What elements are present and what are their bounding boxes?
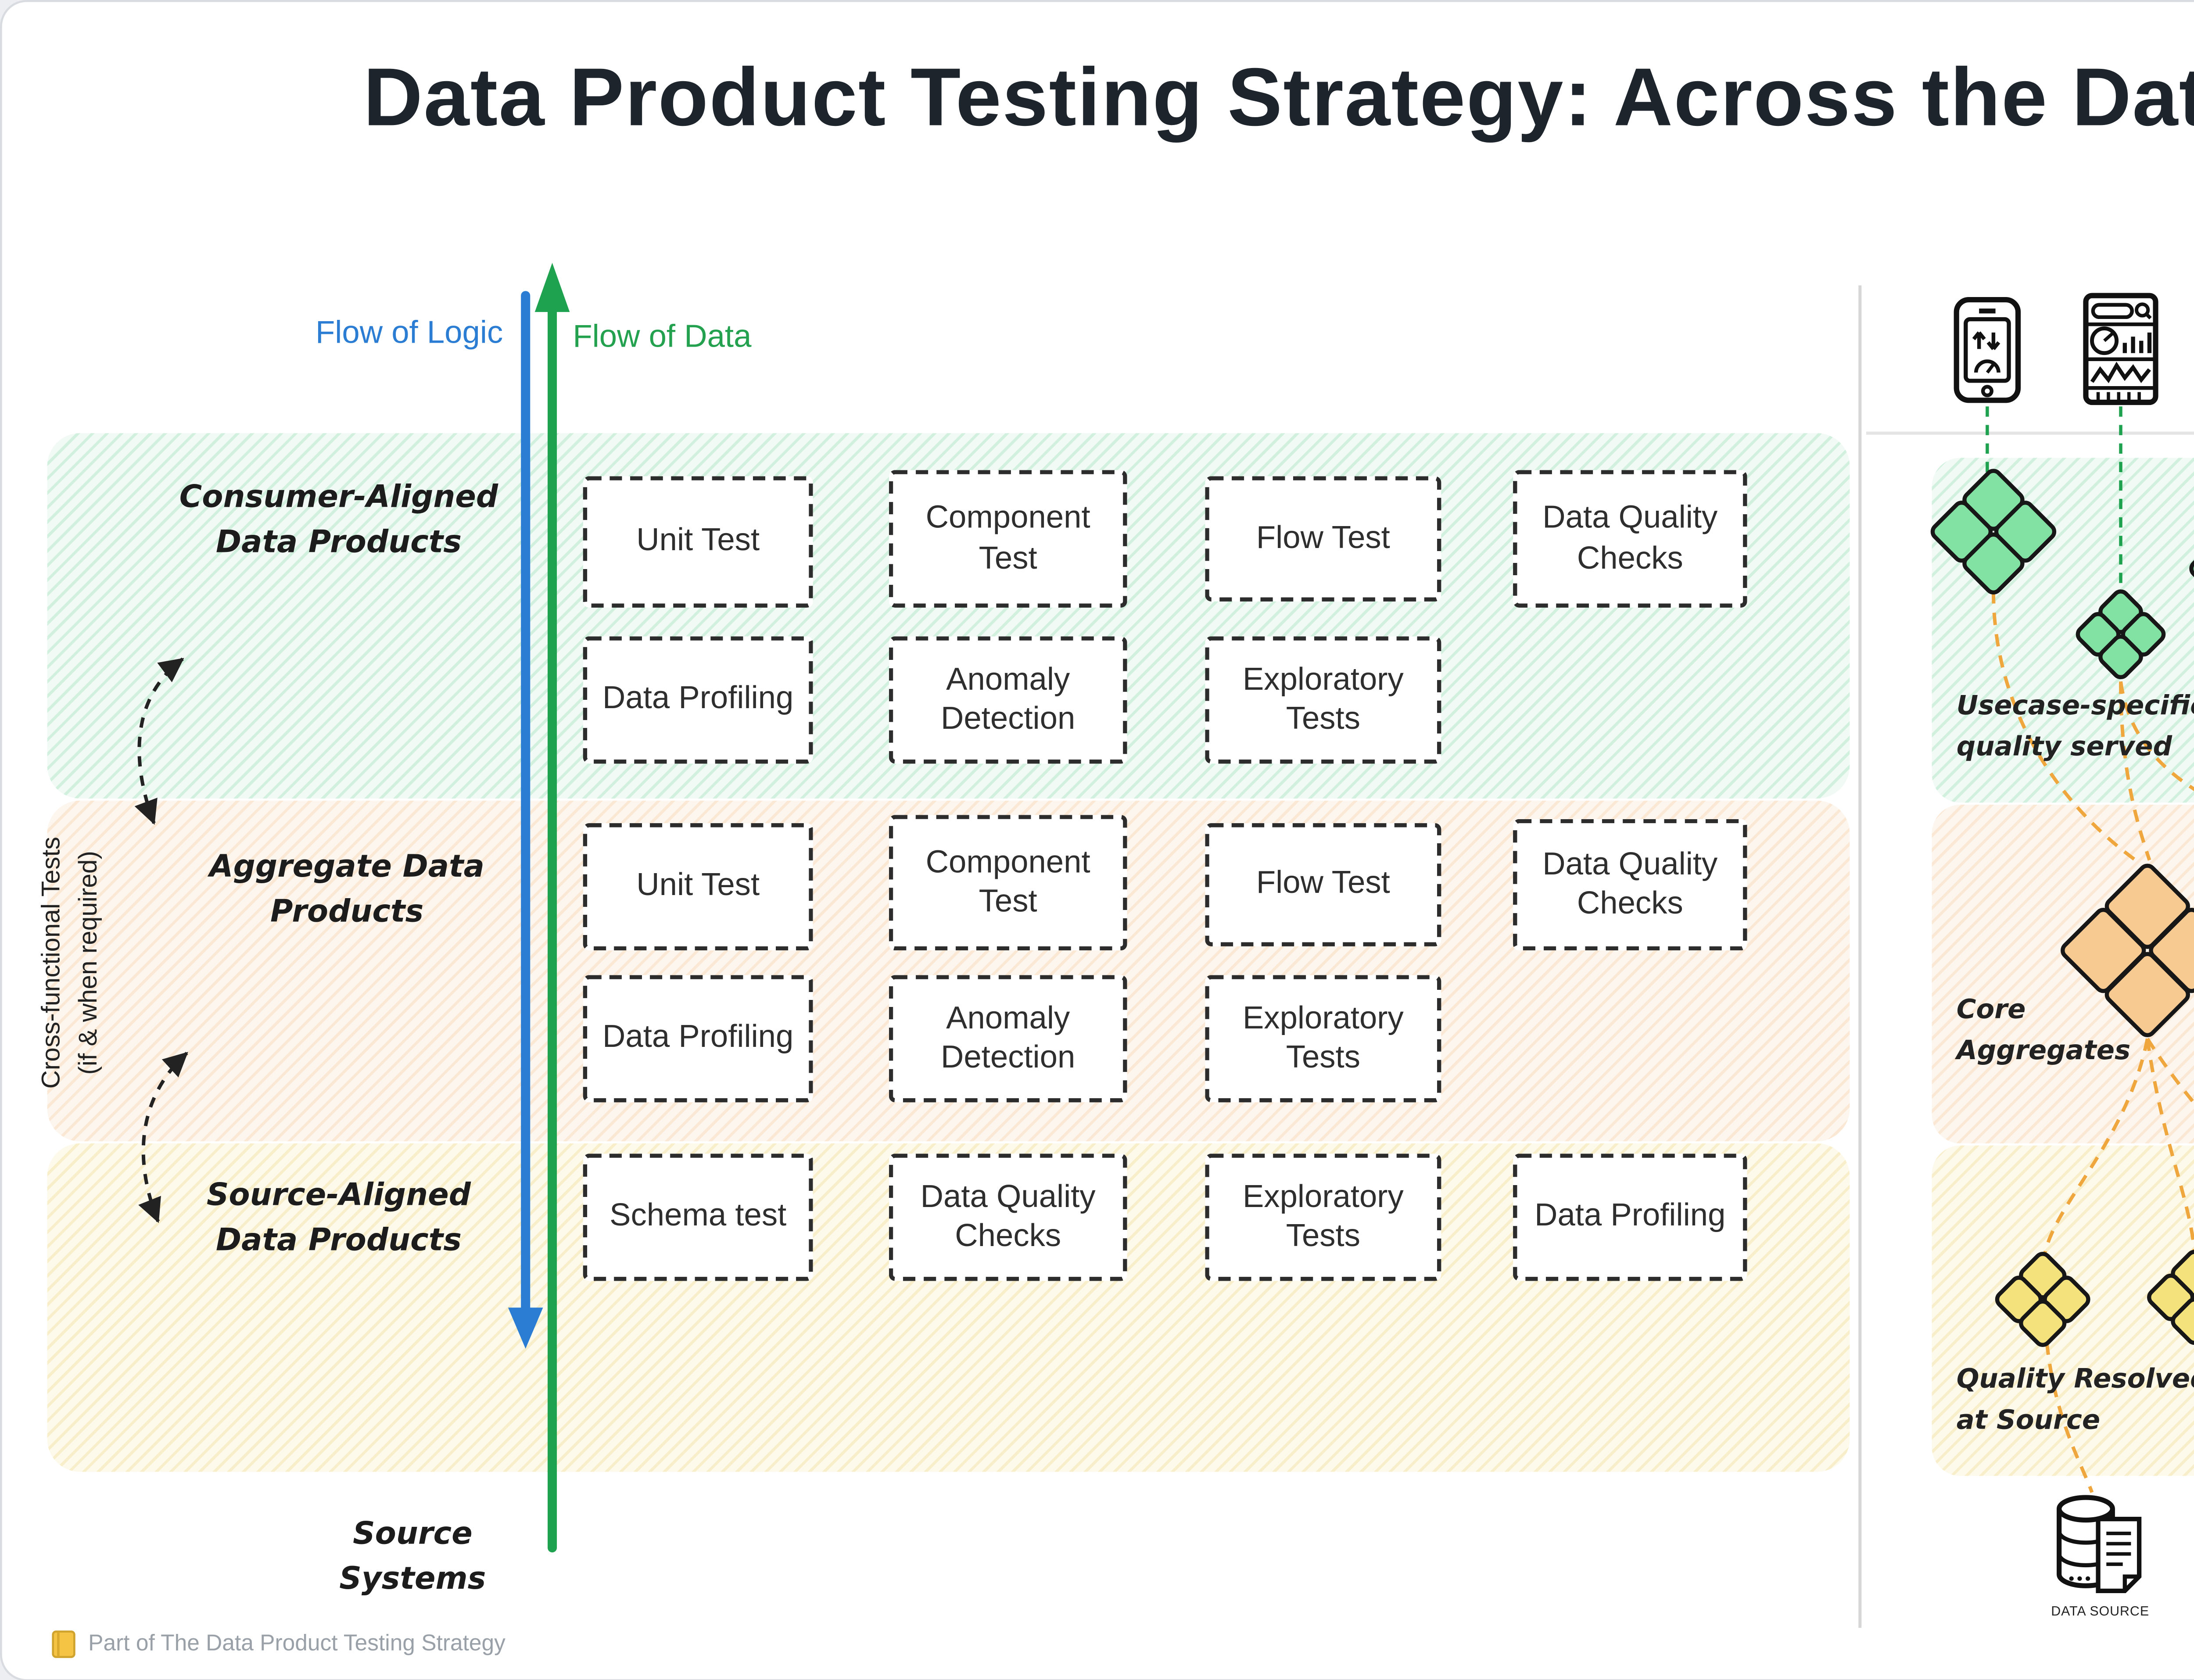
test-box: Component Test	[889, 815, 1127, 951]
zone-core-line2: Aggregates	[1956, 1035, 2131, 1067]
zone-usecase-line1: Usecase-specific	[1956, 691, 2194, 723]
row-label-consumer-line1: Consumer-Aligned	[179, 478, 498, 516]
data-source-caption: DATA SOURCE	[2051, 1605, 2150, 1620]
test-box: Data Quality Checks	[1513, 819, 1747, 951]
row-label-aggregate: Aggregate Data Products	[191, 846, 503, 935]
test-box: Exploratory Tests	[1205, 1153, 1441, 1281]
test-box: Schema test	[583, 1153, 813, 1281]
cross-functional-label: Cross-functional Tests (if & when requir…	[33, 757, 111, 1168]
test-box: Data Quality Checks	[1513, 470, 1747, 608]
test-box: Unit Test	[583, 476, 813, 608]
footer-left: Part of The Data Product Testing Strateg…	[51, 1630, 505, 1659]
test-box: Flow Test	[1205, 823, 1441, 946]
zone-label-usecase: Usecase-specific quality served	[1957, 688, 2194, 767]
flow-of-data-label: Flow of Data	[573, 320, 752, 355]
test-box: Data Quality Checks	[889, 1153, 1127, 1281]
cross-functional-line1: Cross-functional Tests	[37, 837, 66, 1089]
data-source-icon	[2053, 1492, 2147, 1609]
page-title: Data Product Testing Strategy: Across th…	[363, 53, 2194, 144]
row-label-consumer-line2: Data Products	[215, 523, 462, 560]
zone-label-quality-resolved: Quality Resolved at Source	[1957, 1361, 2194, 1441]
source-systems-line1: Source	[353, 1515, 473, 1552]
row-label-aggregate-line2: Products	[270, 892, 424, 930]
cross-functional-line2: (if & when required)	[74, 851, 103, 1075]
source-systems-line2: Systems	[339, 1559, 486, 1597]
zone-core-line1: Core	[1956, 996, 2026, 1027]
test-box: Anomaly Detection	[889, 975, 1127, 1103]
zone-quality-line2: at Source	[1956, 1405, 2101, 1436]
row-label-source-systems: Source Systems	[290, 1513, 536, 1602]
test-box: Component Test	[889, 470, 1127, 608]
zone-label-core-aggregates: Core Aggregates	[1957, 992, 2194, 1071]
data-app-dashboard-icon	[2082, 291, 2160, 416]
row-label-source-aligned-line1: Source-Aligned	[206, 1176, 471, 1214]
row-label-consumer: Consumer-Aligned Data Products	[175, 476, 503, 566]
test-box: Data Profiling	[1513, 1153, 1747, 1281]
flow-of-logic-label: Flow of Logic	[315, 316, 503, 351]
test-box: Flow Test	[1205, 476, 1441, 602]
test-box: Data Profiling	[583, 975, 813, 1103]
data-app-phone-icon	[1952, 296, 2022, 415]
zone-usecase-line2: quality served	[1956, 731, 2172, 763]
footer-left-text: Part of The Data Product Testing Strateg…	[88, 1632, 505, 1657]
notebook-icon	[52, 1630, 75, 1658]
test-box: Anomaly Detection	[889, 636, 1127, 764]
test-box: Exploratory Tests	[1205, 636, 1441, 764]
test-box: Unit Test	[583, 823, 813, 951]
test-box: Data Profiling	[583, 636, 813, 764]
zone-quality-line1: Quality Resolved	[1956, 1365, 2194, 1396]
test-box: Exploratory Tests	[1205, 975, 1441, 1103]
row-label-aggregate-line1: Aggregate Data	[209, 848, 485, 885]
row-label-source-aligned: Source-Aligned Data Products	[175, 1174, 503, 1264]
row-label-source-aligned-line2: Data Products	[215, 1221, 462, 1258]
